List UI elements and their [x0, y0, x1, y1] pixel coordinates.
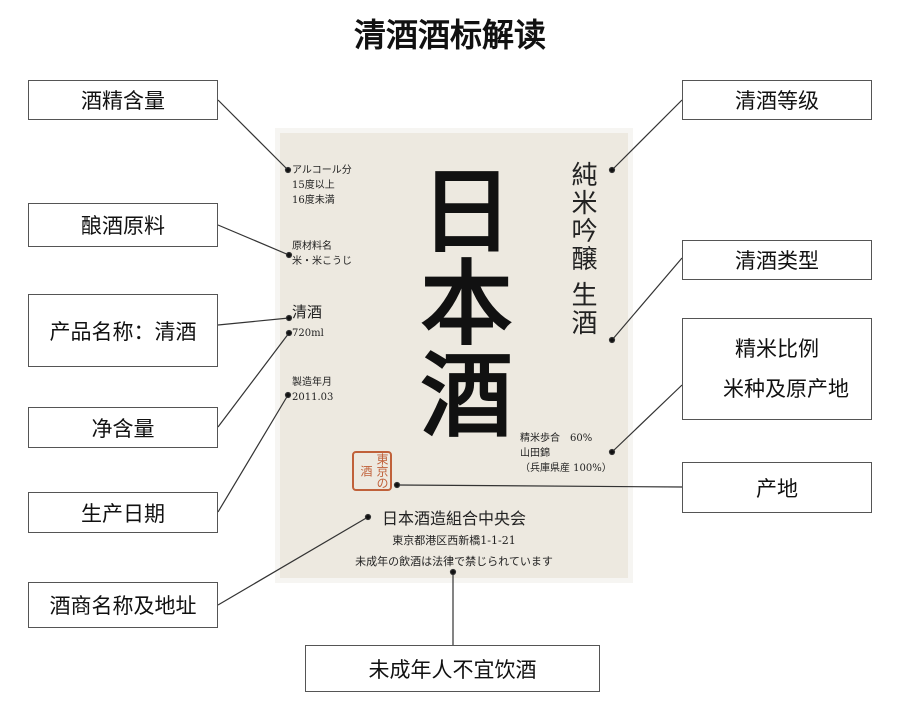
product-name: 清酒 [292, 303, 323, 321]
label-volume: 净含量 [28, 407, 218, 448]
label-brewer-address: 酒商名称及地址 [28, 582, 218, 628]
label-underage-warning: 未成年人不宜饮酒 [305, 645, 600, 692]
label-ingredients: 酿酒原料 [28, 203, 218, 247]
label-rice-origin: 米种及原产地 [723, 377, 849, 401]
warning: 未成年の飲酒は法律で禁じられています [355, 555, 553, 568]
label-rice: 精米比例 米种及原产地 [682, 318, 872, 420]
rice-variety: 山田錦 [520, 448, 550, 459]
alcohol-heading: アルコール分 [292, 165, 352, 176]
diagram-title: 清酒酒标解读 [353, 16, 546, 54]
date-heading: 製造年月 [292, 377, 332, 388]
brewer: 日本酒造組合中央会 [381, 509, 526, 528]
label-origin: 产地 [682, 462, 872, 513]
date-value: 2011.03 [292, 392, 334, 403]
label-polish-ratio: 精米比例 [735, 337, 819, 361]
label-type: 清酒类型 [682, 240, 872, 280]
label-production-date: 生产日期 [28, 492, 218, 533]
label-grade: 清酒等级 [682, 80, 872, 120]
rice-info: 精米歩合 60% 山田錦 （兵庫県産 100%） [520, 431, 612, 476]
main-calligraphy: 日本酒 [400, 163, 513, 466]
alcohol-min: 15度以上 [292, 180, 335, 191]
ingredients-info: 原材料名 米・米こうじ [292, 239, 352, 269]
label-alcohol: 酒精含量 [28, 80, 218, 120]
alcohol-info: アルコール分 15度以上 16度未満 [292, 163, 352, 208]
label-product-name: 产品名称：清酒 [28, 294, 218, 367]
sake-label: アルコール分 15度以上 16度未満 原材料名 米・米こうじ 清酒 720ml … [280, 133, 628, 578]
ingredients-heading: 原材料名 [292, 241, 332, 252]
alcohol-max: 16度未満 [292, 195, 335, 206]
volume: 720ml [292, 328, 324, 339]
address: 東京都港区西新橋1-1-21 [392, 534, 516, 547]
ingredients-value: 米・米こうじ [292, 256, 352, 267]
date-info: 製造年月 2011.03 [292, 375, 333, 405]
tokyo-stamp: 東京の酒 [352, 451, 392, 491]
main-text: 日本酒 [405, 163, 513, 439]
rice-origin: （兵庫県産 100%） [520, 463, 612, 474]
polish-ratio: 精米歩合 60% [520, 433, 593, 444]
grade: 純米吟醸 [567, 161, 597, 273]
type: 生酒 [567, 281, 597, 337]
